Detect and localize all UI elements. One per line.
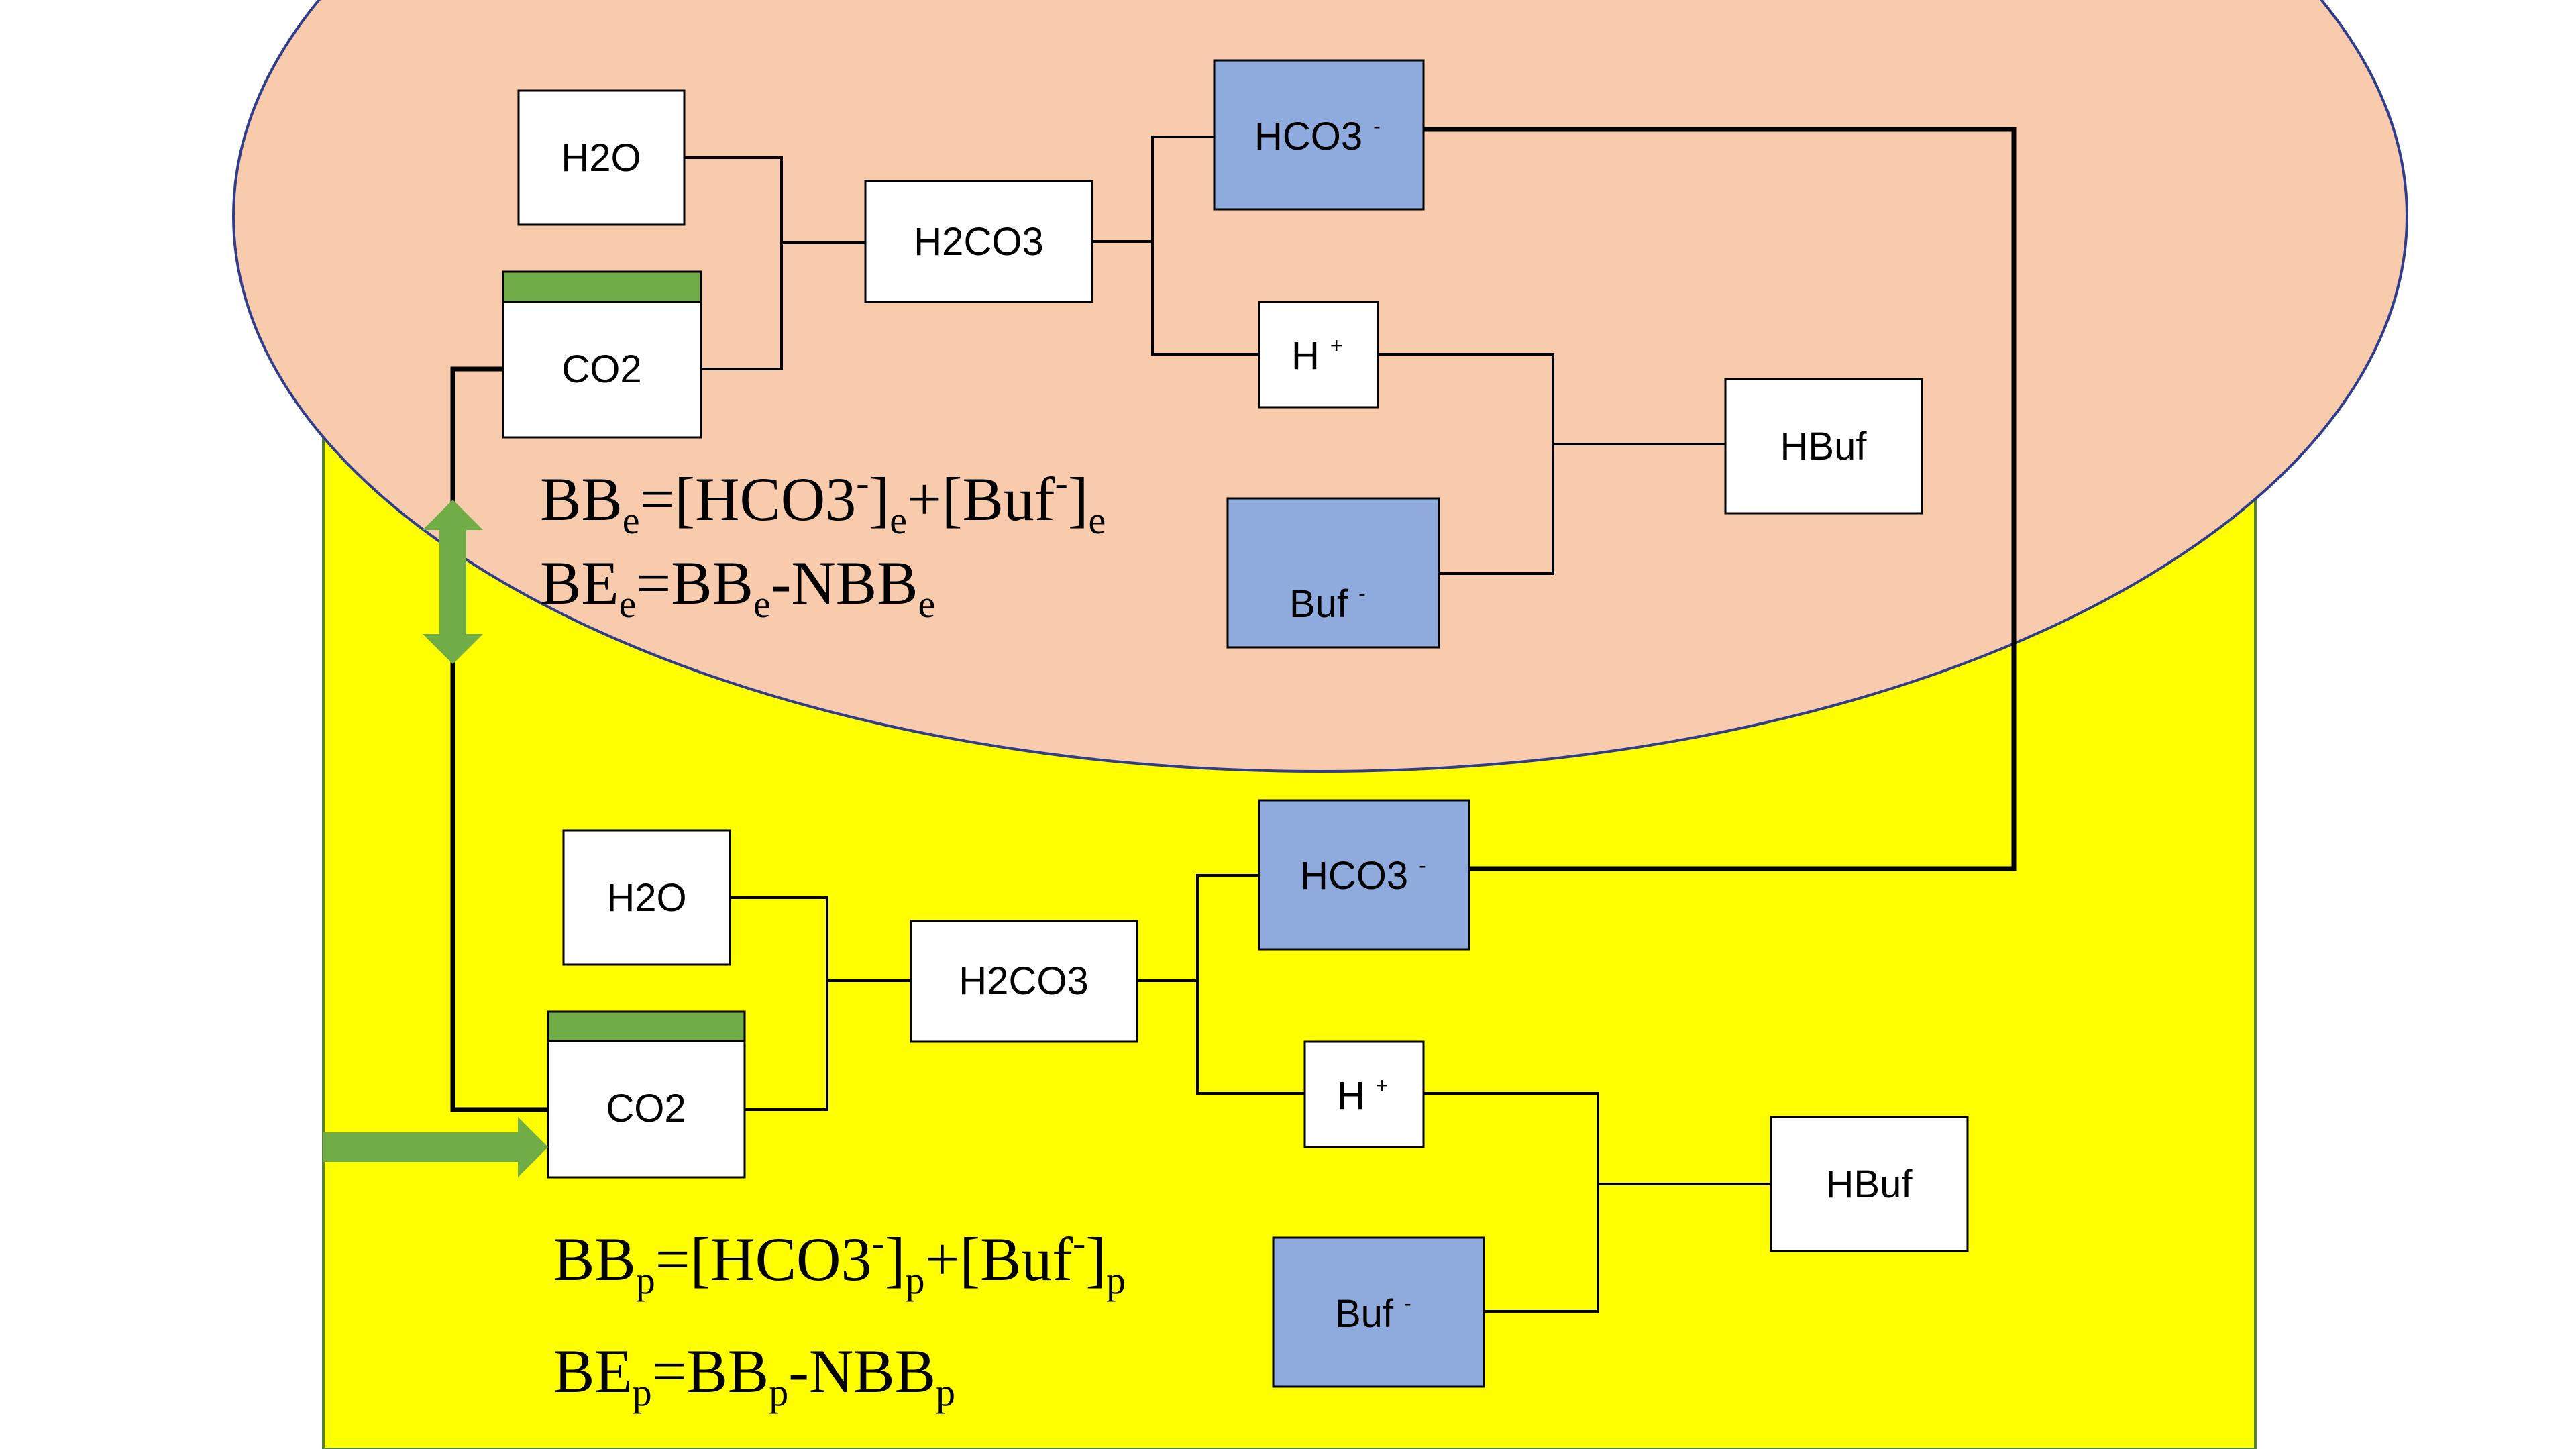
upper-connectors	[684, 136, 1725, 575]
lower-h2o-label: H2O	[606, 876, 686, 920]
lower-hco3-box: HCO3-	[1258, 799, 1470, 951]
lower-hco3-charge: -	[1419, 853, 1426, 877]
lower-bb-equation: BBp=[HCO3-]p+[Buf-]p	[553, 1221, 1126, 1302]
svg-text:Buf-: Buf-	[1335, 1291, 1411, 1336]
upper-h-label: H	[1291, 334, 1320, 378]
svg-text:HCO3-: HCO3-	[1300, 853, 1426, 898]
upper-co2-cap	[502, 270, 702, 303]
svg-text:HCO3-: HCO3-	[1254, 114, 1381, 158]
lower-buf-label: Buf	[1335, 1292, 1394, 1336]
lower-h2co3-box: H2CO3	[910, 920, 1138, 1043]
upper-buf-label: Buf	[1289, 582, 1348, 626]
upper-hco3-label: HCO3	[1254, 115, 1362, 158]
lower-h-charge: +	[1376, 1073, 1389, 1097]
lower-buf-box: Buf-	[1272, 1236, 1485, 1388]
upper-be-equation: BEe=BBe-NBBe	[540, 549, 935, 626]
lower-connectors	[730, 874, 1771, 1313]
upper-h2co3-box: H2CO3	[864, 180, 1093, 303]
upper-h-charge: +	[1330, 333, 1343, 358]
lower-hbuf-box: HBuf	[1770, 1116, 1969, 1252]
lower-h-label: H	[1337, 1074, 1365, 1118]
upper-h-box: H+	[1258, 301, 1379, 409]
svg-text:H+: H+	[1337, 1073, 1389, 1118]
bidirectional-arrow	[423, 500, 483, 664]
transport-lines	[450, 127, 2017, 1112]
upper-hbuf-label: HBuf	[1780, 425, 1868, 468]
co2-inflow-arrow	[323, 1117, 548, 1177]
lower-co2-box: CO2	[547, 1010, 746, 1179]
upper-hbuf-box: HBuf	[1724, 378, 1923, 515]
upper-hco3-box: HCO3-	[1213, 59, 1425, 211]
lower-h2co3-label: H2CO3	[959, 959, 1088, 1003]
svg-text:H+: H+	[1291, 333, 1343, 378]
lower-co2-cap	[547, 1010, 746, 1042]
upper-hco3-charge: -	[1373, 114, 1381, 138]
lower-hco3-label: HCO3	[1300, 854, 1408, 898]
upper-buf-charge: -	[1358, 582, 1366, 606]
upper-h2o-label: H2O	[561, 136, 641, 180]
lower-h2o-box: H2O	[562, 829, 731, 966]
upper-co2-box: CO2	[502, 270, 702, 439]
lower-be-equation: BEp=BBp-NBBp	[553, 1337, 955, 1414]
lower-buf-charge: -	[1404, 1291, 1411, 1316]
upper-h2co3-label: H2CO3	[914, 220, 1043, 264]
upper-co2-label: CO2	[561, 347, 641, 391]
upper-bb-equation: BBe=[HCO3-]e+[Buf-]e	[540, 461, 1106, 542]
lower-hbuf-label: HBuf	[1826, 1163, 1913, 1206]
svg-text:Buf-: Buf-	[1289, 582, 1366, 626]
lower-co2-label: CO2	[606, 1087, 686, 1130]
upper-buf-box: Buf-	[1226, 497, 1440, 649]
upper-h2o-box: H2O	[517, 89, 686, 226]
lower-h-box: H+	[1303, 1040, 1425, 1148]
